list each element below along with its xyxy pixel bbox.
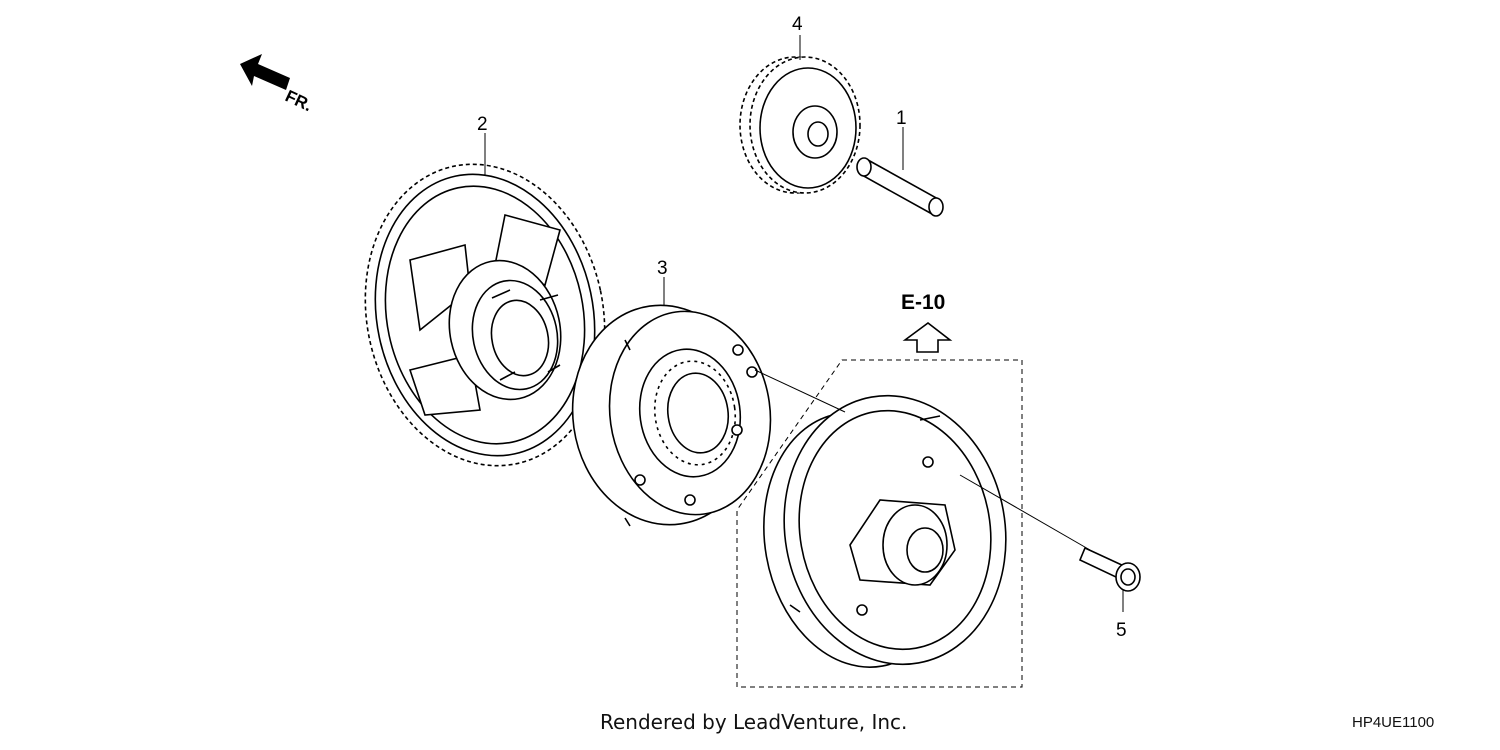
callout-2: 2	[477, 114, 488, 135]
starter-driven-gear-icon	[364, 163, 606, 467]
callout-4: 4	[792, 14, 803, 35]
reference-label: E-10	[901, 291, 945, 314]
direction-label: FR.	[282, 86, 315, 115]
starter-clutch-icon	[571, 304, 772, 527]
front-direction-arrow-icon	[240, 54, 290, 90]
callout-3: 3	[657, 258, 668, 279]
render-credit: Rendered by LeadVenture, Inc.	[600, 710, 908, 734]
reference-box	[736, 359, 1023, 688]
bolt-icon	[1078, 546, 1141, 592]
callout-1: 1	[896, 108, 907, 129]
flywheel-icon	[763, 394, 1007, 668]
reference-arrow-icon	[902, 321, 953, 353]
idle-gear-shaft-icon	[856, 157, 944, 217]
idle-gear-icon	[739, 56, 861, 194]
callout-5: 5	[1116, 620, 1127, 641]
diagram-code: HP4UE1100	[1352, 714, 1435, 731]
leader-lines	[484, 35, 1124, 612]
